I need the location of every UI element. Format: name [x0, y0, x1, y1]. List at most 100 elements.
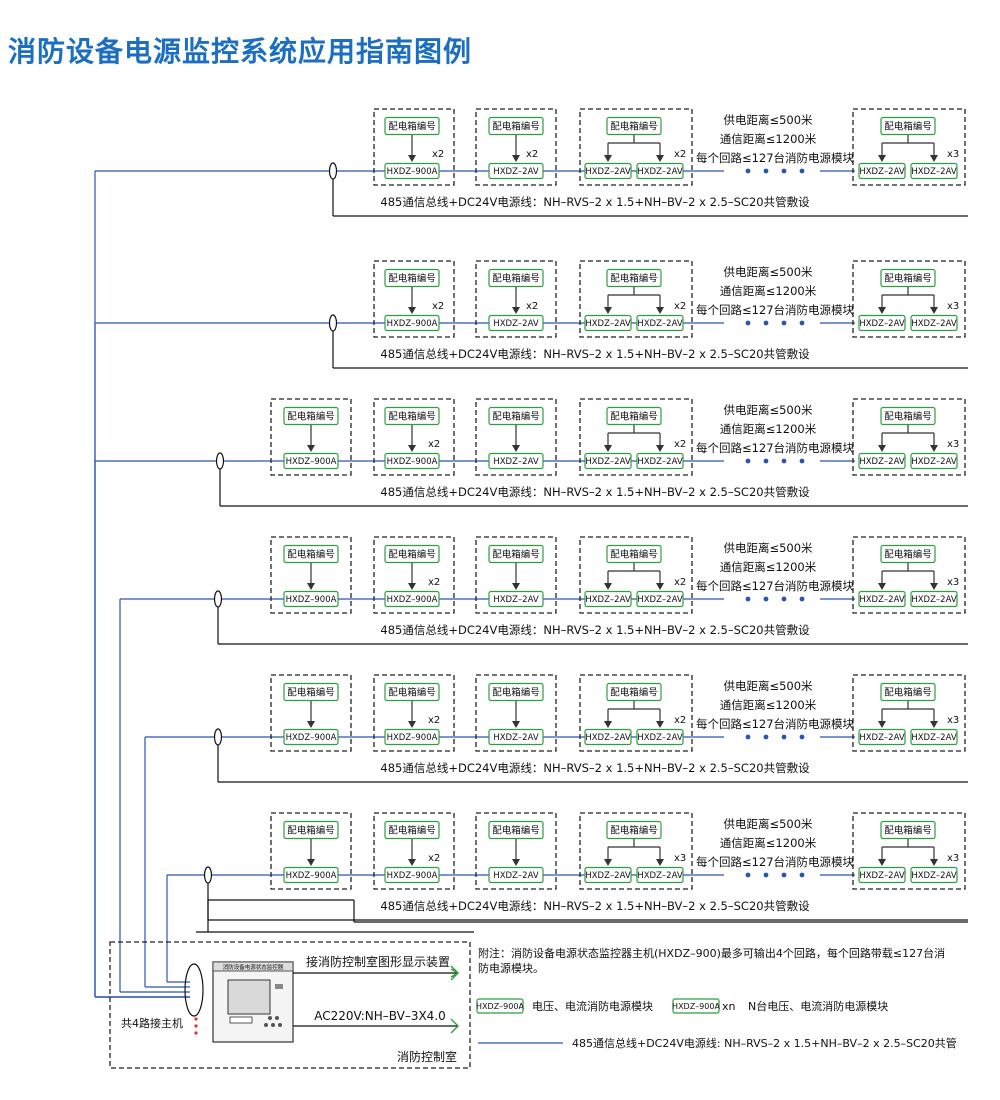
- module-label: HXDZ–2AV: [859, 319, 905, 329]
- module-box: [384, 682, 440, 702]
- module-box: [488, 866, 544, 884]
- module-box: [384, 268, 440, 288]
- module-label: HXDZ–900A: [286, 457, 337, 467]
- module-box: [910, 866, 958, 884]
- dashed-enclosure: [270, 812, 352, 890]
- module-label: 配电箱编号: [388, 824, 436, 836]
- per-loop-limit: 每个回路≤127台消防电源模块: [696, 855, 855, 869]
- multiplier-label: x3: [947, 853, 959, 864]
- continuation-dot: [763, 596, 769, 602]
- per-loop-limit: 每个回路≤127台消防电源模块: [696, 151, 855, 165]
- module-box: [384, 452, 440, 470]
- module-box: [910, 162, 958, 180]
- multiplier-label: x2: [674, 439, 686, 450]
- module-box: [488, 728, 544, 746]
- module-label: 配电箱编号: [610, 120, 658, 132]
- module-box: [910, 314, 958, 332]
- dashed-enclosure: [373, 812, 455, 890]
- module-label: HXDZ–2AV: [859, 167, 905, 177]
- arrow-head: [408, 859, 416, 866]
- remark-line-2: 防电源模块。: [478, 961, 544, 975]
- red-dot: [194, 1031, 198, 1035]
- module-label: 配电箱编号: [610, 548, 658, 560]
- continuation-dot: [781, 320, 787, 326]
- comm-distance: 通信距离≤1200米: [720, 284, 817, 298]
- supply-distance: 供电距离≤500米: [723, 817, 813, 831]
- module-label: 配电箱编号: [388, 120, 436, 132]
- module-box: [488, 406, 544, 426]
- module-box: [384, 162, 440, 180]
- continuation-dot: [745, 734, 751, 740]
- module-label: HXDZ–2AV: [911, 733, 957, 743]
- comm-distance: 通信距离≤1200米: [720, 698, 817, 712]
- dashed-enclosure: [579, 536, 693, 614]
- arrow-head: [656, 721, 664, 728]
- bus-cable-note: 485通信总线+DC24V电源线：NH–RVS–2 x 1.5+NH–BV–2 …: [380, 195, 810, 209]
- module-label: HXDZ–2AV: [859, 457, 905, 467]
- module-label: HXDZ–900A: [286, 733, 337, 743]
- module-box: [880, 682, 936, 702]
- module-box: [606, 406, 662, 426]
- module-box: [880, 116, 936, 136]
- power-input-label: AC220V:NH–BV–3X4.0: [314, 1009, 446, 1023]
- dashed-enclosure: [373, 260, 455, 338]
- module-label: HXDZ–2AV: [911, 167, 957, 177]
- module-label: HXDZ–2AV: [911, 595, 957, 605]
- module-box: [858, 728, 906, 746]
- module-label: 配电箱编号: [884, 548, 932, 560]
- module-label: HXDZ–2AV: [585, 457, 631, 467]
- red-dot: [194, 1017, 198, 1021]
- module-label: 配电箱编号: [492, 686, 540, 698]
- dashed-enclosure: [373, 536, 455, 614]
- arrow-head: [512, 155, 520, 162]
- arrow-head: [604, 859, 612, 866]
- module-box: [283, 820, 339, 840]
- continuation-dot: [745, 458, 751, 464]
- continuation-dot: [745, 872, 751, 878]
- arrow-head: [878, 445, 886, 452]
- per-loop-limit: 每个回路≤127台消防电源模块: [696, 717, 855, 731]
- device-knob: [278, 1023, 282, 1027]
- arrow-head: [930, 721, 938, 728]
- multiplier-label: x2: [526, 301, 538, 312]
- multiplier-label: x2: [428, 577, 440, 588]
- cable-tap: [213, 590, 223, 608]
- module-box: [488, 162, 544, 180]
- multiplier-label: x2: [428, 715, 440, 726]
- module-box: [384, 116, 440, 136]
- supply-distance: 供电距离≤500米: [723, 679, 813, 693]
- module-box: [384, 406, 440, 426]
- arrow-head: [878, 859, 886, 866]
- supply-distance: 供电距离≤500米: [723, 265, 813, 279]
- bus-cable-note: 485通信总线+DC24V电源线：NH–RVS–2 x 1.5+NH–BV–2 …: [380, 899, 810, 913]
- bus-cable-note: 485通信总线+DC24V电源线：NH–RVS–2 x 1.5+NH–BV–2 …: [380, 623, 810, 637]
- module-label: 配电箱编号: [388, 410, 436, 422]
- continuation-dot: [781, 596, 787, 602]
- multiplier-label: x2: [674, 301, 686, 312]
- device-header: [212, 961, 294, 972]
- module-label: HXDZ–2AV: [859, 733, 905, 743]
- dashed-enclosure: [852, 108, 966, 186]
- module-label: 配电箱编号: [388, 272, 436, 284]
- module-label: 配电箱编号: [287, 410, 335, 422]
- module-box: [858, 590, 906, 608]
- module-box: [606, 820, 662, 840]
- dashed-enclosure: [373, 398, 455, 476]
- dashed-enclosure: [475, 812, 557, 890]
- dashed-enclosure: [475, 260, 557, 338]
- continuation-dot: [799, 320, 805, 326]
- arrow-head: [604, 721, 612, 728]
- device-knob: [275, 1016, 279, 1020]
- module-label: HXDZ–2AV: [493, 871, 539, 881]
- module-label: 配电箱编号: [492, 272, 540, 284]
- module-label: HXDZ–900A: [387, 167, 438, 177]
- module-box: [858, 314, 906, 332]
- module-box: [384, 544, 440, 564]
- arrow-head: [307, 583, 315, 590]
- multiplier-label: x3: [674, 853, 686, 864]
- module-box: [584, 866, 632, 884]
- arrow-head: [930, 155, 938, 162]
- module-label: 配电箱编号: [492, 548, 540, 560]
- module-label: 配电箱编号: [287, 686, 335, 698]
- dashed-enclosure: [475, 674, 557, 752]
